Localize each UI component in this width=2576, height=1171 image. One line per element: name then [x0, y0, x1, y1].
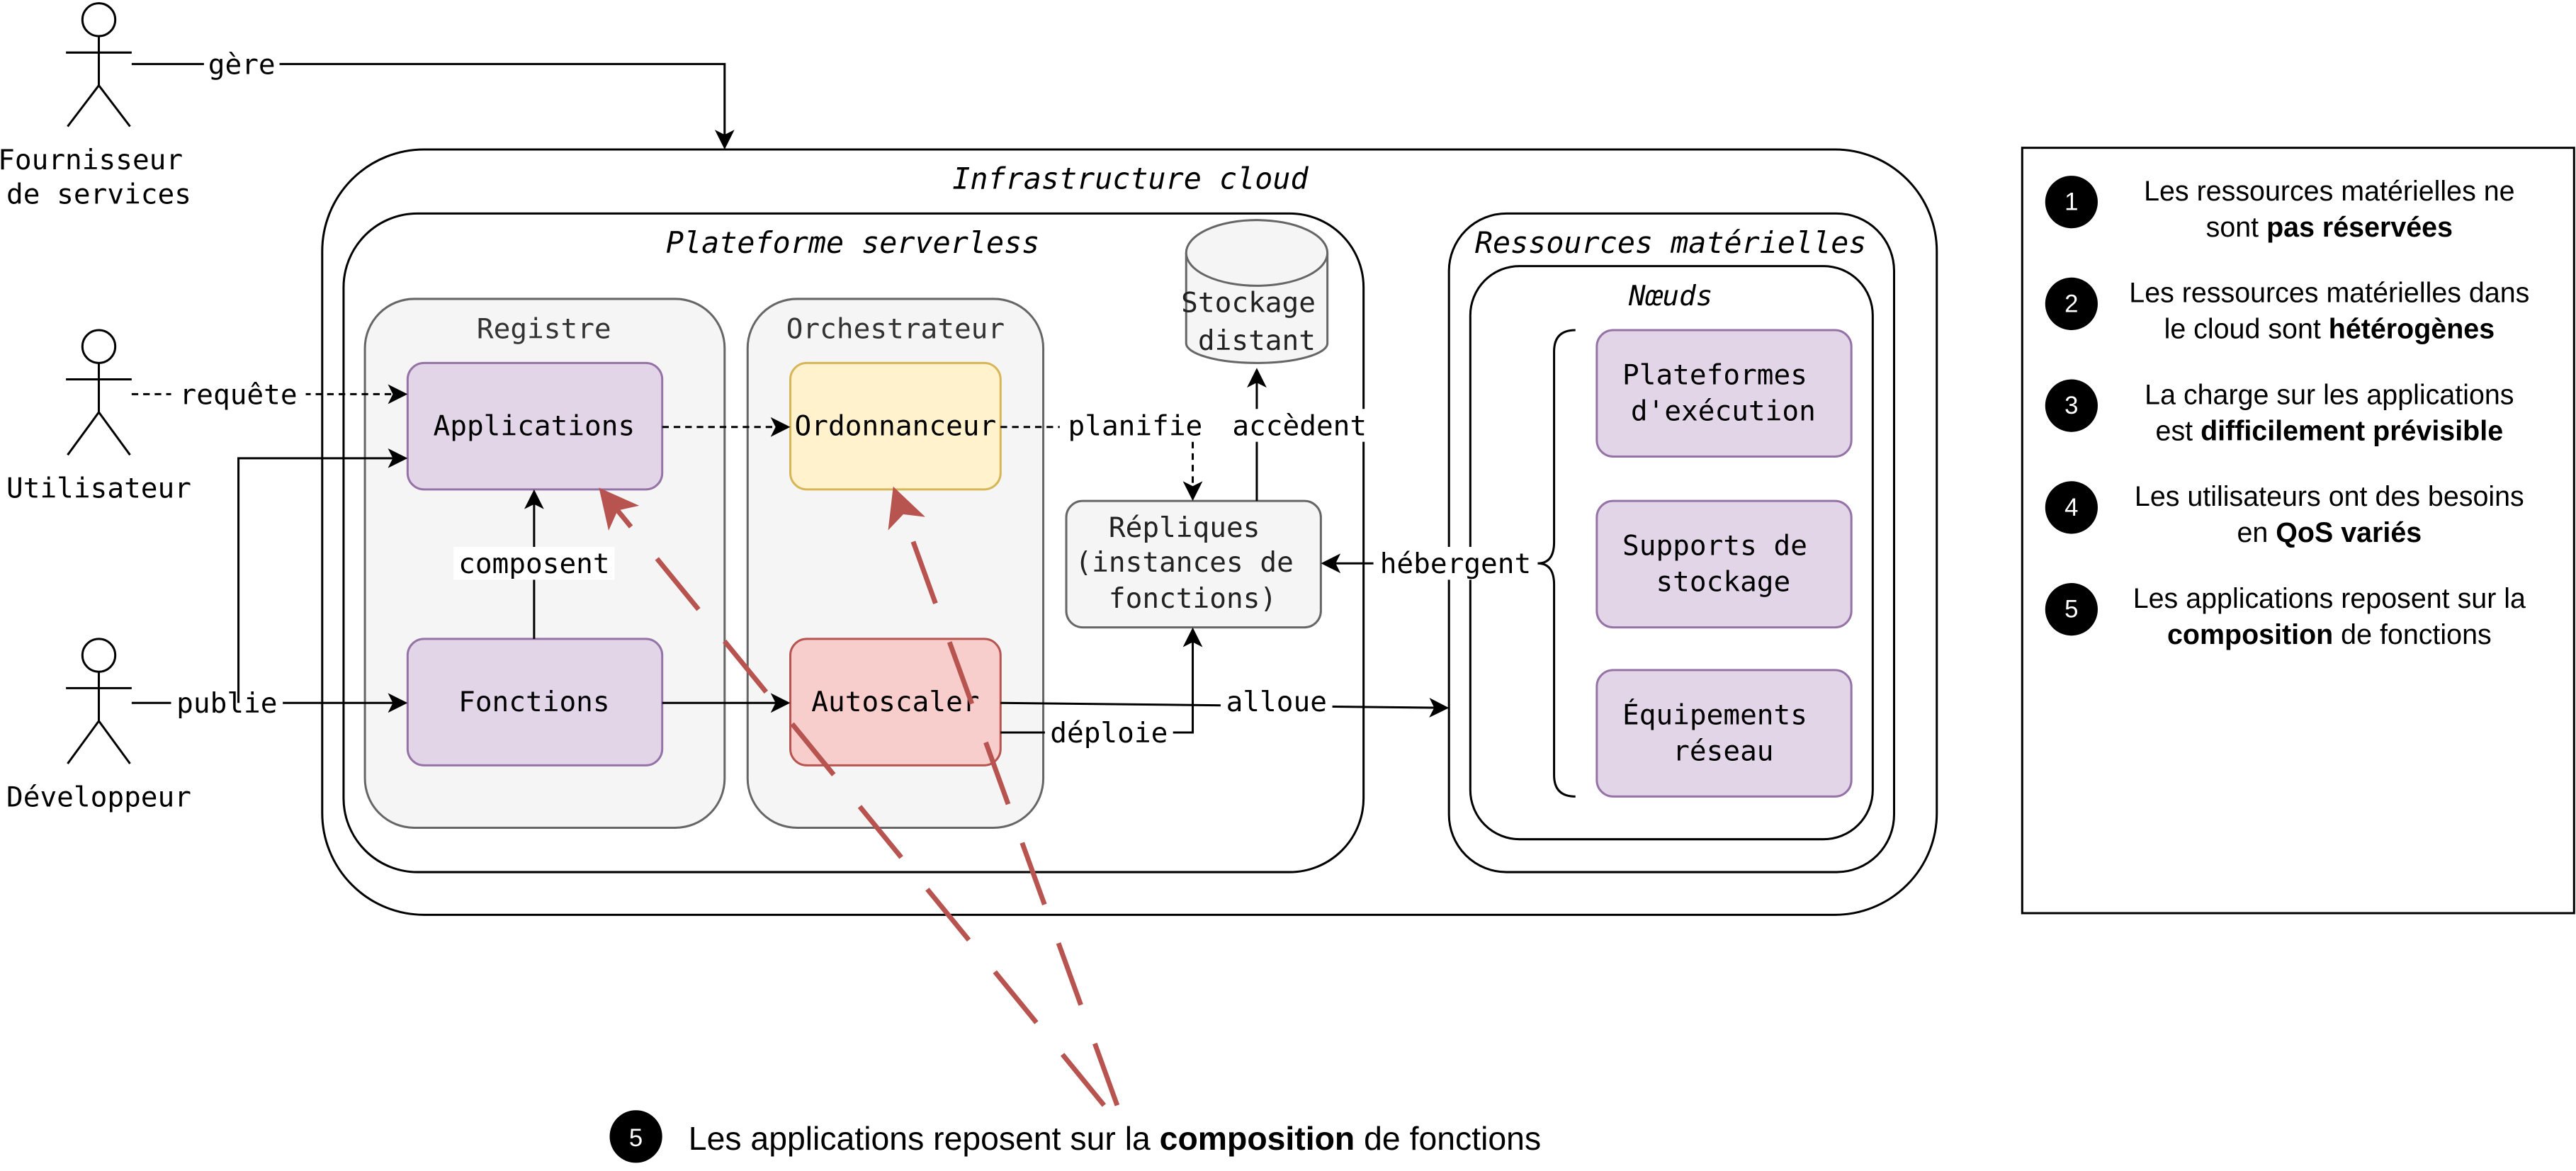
network-label: Équipements réseau — [1622, 698, 1824, 767]
legend-text-1-line2: sont pas réservées — [2206, 212, 2453, 243]
manages-label: gère — [208, 48, 276, 81]
legend-text-5-line1: Les applications reposent sur la — [2133, 583, 2526, 614]
developer-label: Développeur — [6, 781, 191, 813]
cloud-label: Infrastructure cloud — [952, 162, 1309, 196]
legend-text-3-line1: La charge sur les applications — [2145, 379, 2514, 410]
nodes-brace — [1537, 329, 1576, 798]
autoscaler-box — [789, 638, 1002, 766]
legend-number-badge-1 — [2045, 176, 2098, 229]
legend-text-3-line2: est difficilement prévisible — [2156, 415, 2504, 446]
callout-arrow-applications — [599, 487, 1107, 1107]
autoscaler-label: Autoscaler — [811, 686, 979, 718]
scheduler-label: Ordonnanceur — [795, 409, 997, 442]
publish-label: publie — [176, 687, 277, 720]
legend-number-badge-3 — [2045, 379, 2098, 432]
storage-supports-label: Supports de stockage — [1622, 530, 1824, 599]
nodes-label: Nœuds — [1628, 280, 1713, 312]
legend-number-3: 3 — [2064, 392, 2078, 419]
legend-number-badge-2 — [2045, 277, 2098, 330]
callout-number-badge — [609, 1110, 662, 1163]
request-label: requête — [180, 378, 298, 411]
legend-number-badge-4 — [2045, 481, 2098, 534]
legend-items: 1 Les ressources matérielles ne sont pas r… — [2045, 176, 2529, 650]
applications-label: Applications — [434, 409, 635, 442]
provider-label: Fournisseur de services — [0, 144, 200, 211]
registry-label: Registre — [477, 313, 611, 346]
access-label: accèdent — [1232, 409, 1367, 442]
legend-text-2-line1: Les ressources matérielles dans — [2129, 278, 2529, 309]
provider-actor-icon — [66, 2, 132, 128]
manages-edge — [131, 62, 735, 149]
schedule-label: planifie — [1068, 409, 1202, 442]
allocate-label: alloue — [1226, 686, 1327, 718]
orchestrator-label: Orchestrateur — [786, 313, 1005, 346]
developer-actor-icon — [66, 638, 132, 764]
storage-label: Stockage distant — [1181, 286, 1333, 356]
legend-text-1-line1: Les ressources matérielles ne — [2144, 176, 2514, 207]
legend-number-5: 5 — [2064, 596, 2078, 623]
platform-label: Plateforme serverless — [666, 225, 1039, 260]
callout-number: 5 — [629, 1125, 643, 1152]
user-actor-icon — [66, 329, 132, 456]
legend-number-4: 4 — [2064, 494, 2078, 521]
legend-panel — [2021, 147, 2575, 915]
remote-storage-cylinder: Stockage distant — [1181, 219, 1333, 364]
legend-number-2: 2 — [2064, 290, 2078, 317]
network-box — [1595, 669, 1853, 798]
deploy-label: déploie — [1050, 717, 1168, 749]
legend-number-badge-5 — [2045, 583, 2098, 636]
compose-label: composent — [458, 548, 610, 580]
exec-platforms-label: Plateformes d'exécution — [1622, 358, 1824, 427]
storage-supports-box — [1595, 499, 1853, 629]
developer-to-applications-edge — [237, 448, 408, 703]
callout-text: Les applications reposent sur la composi… — [689, 1120, 1541, 1157]
legend-text-2-line2: le cloud sont hétérogènes — [2164, 314, 2495, 345]
legend-text-4-line1: Les utilisateurs ont des besoins — [2135, 481, 2524, 512]
exec-platforms-box — [1595, 329, 1853, 458]
legend-text-5-line2: composition de fonctions — [2167, 619, 2492, 650]
callout-arrow-scheduler — [888, 486, 1120, 1107]
legend-number-1: 1 — [2064, 189, 2078, 216]
replicas-label: Répliques (instances de fonctions) — [1075, 511, 1310, 615]
functions-label: Fonctions — [458, 686, 610, 718]
user-label: Utilisateur — [6, 472, 191, 504]
host-label: hébergent — [1380, 548, 1532, 580]
legend-text-4-line2: en QoS variés — [2237, 517, 2422, 548]
hardware-label: Ressources matérielles — [1475, 225, 1867, 260]
